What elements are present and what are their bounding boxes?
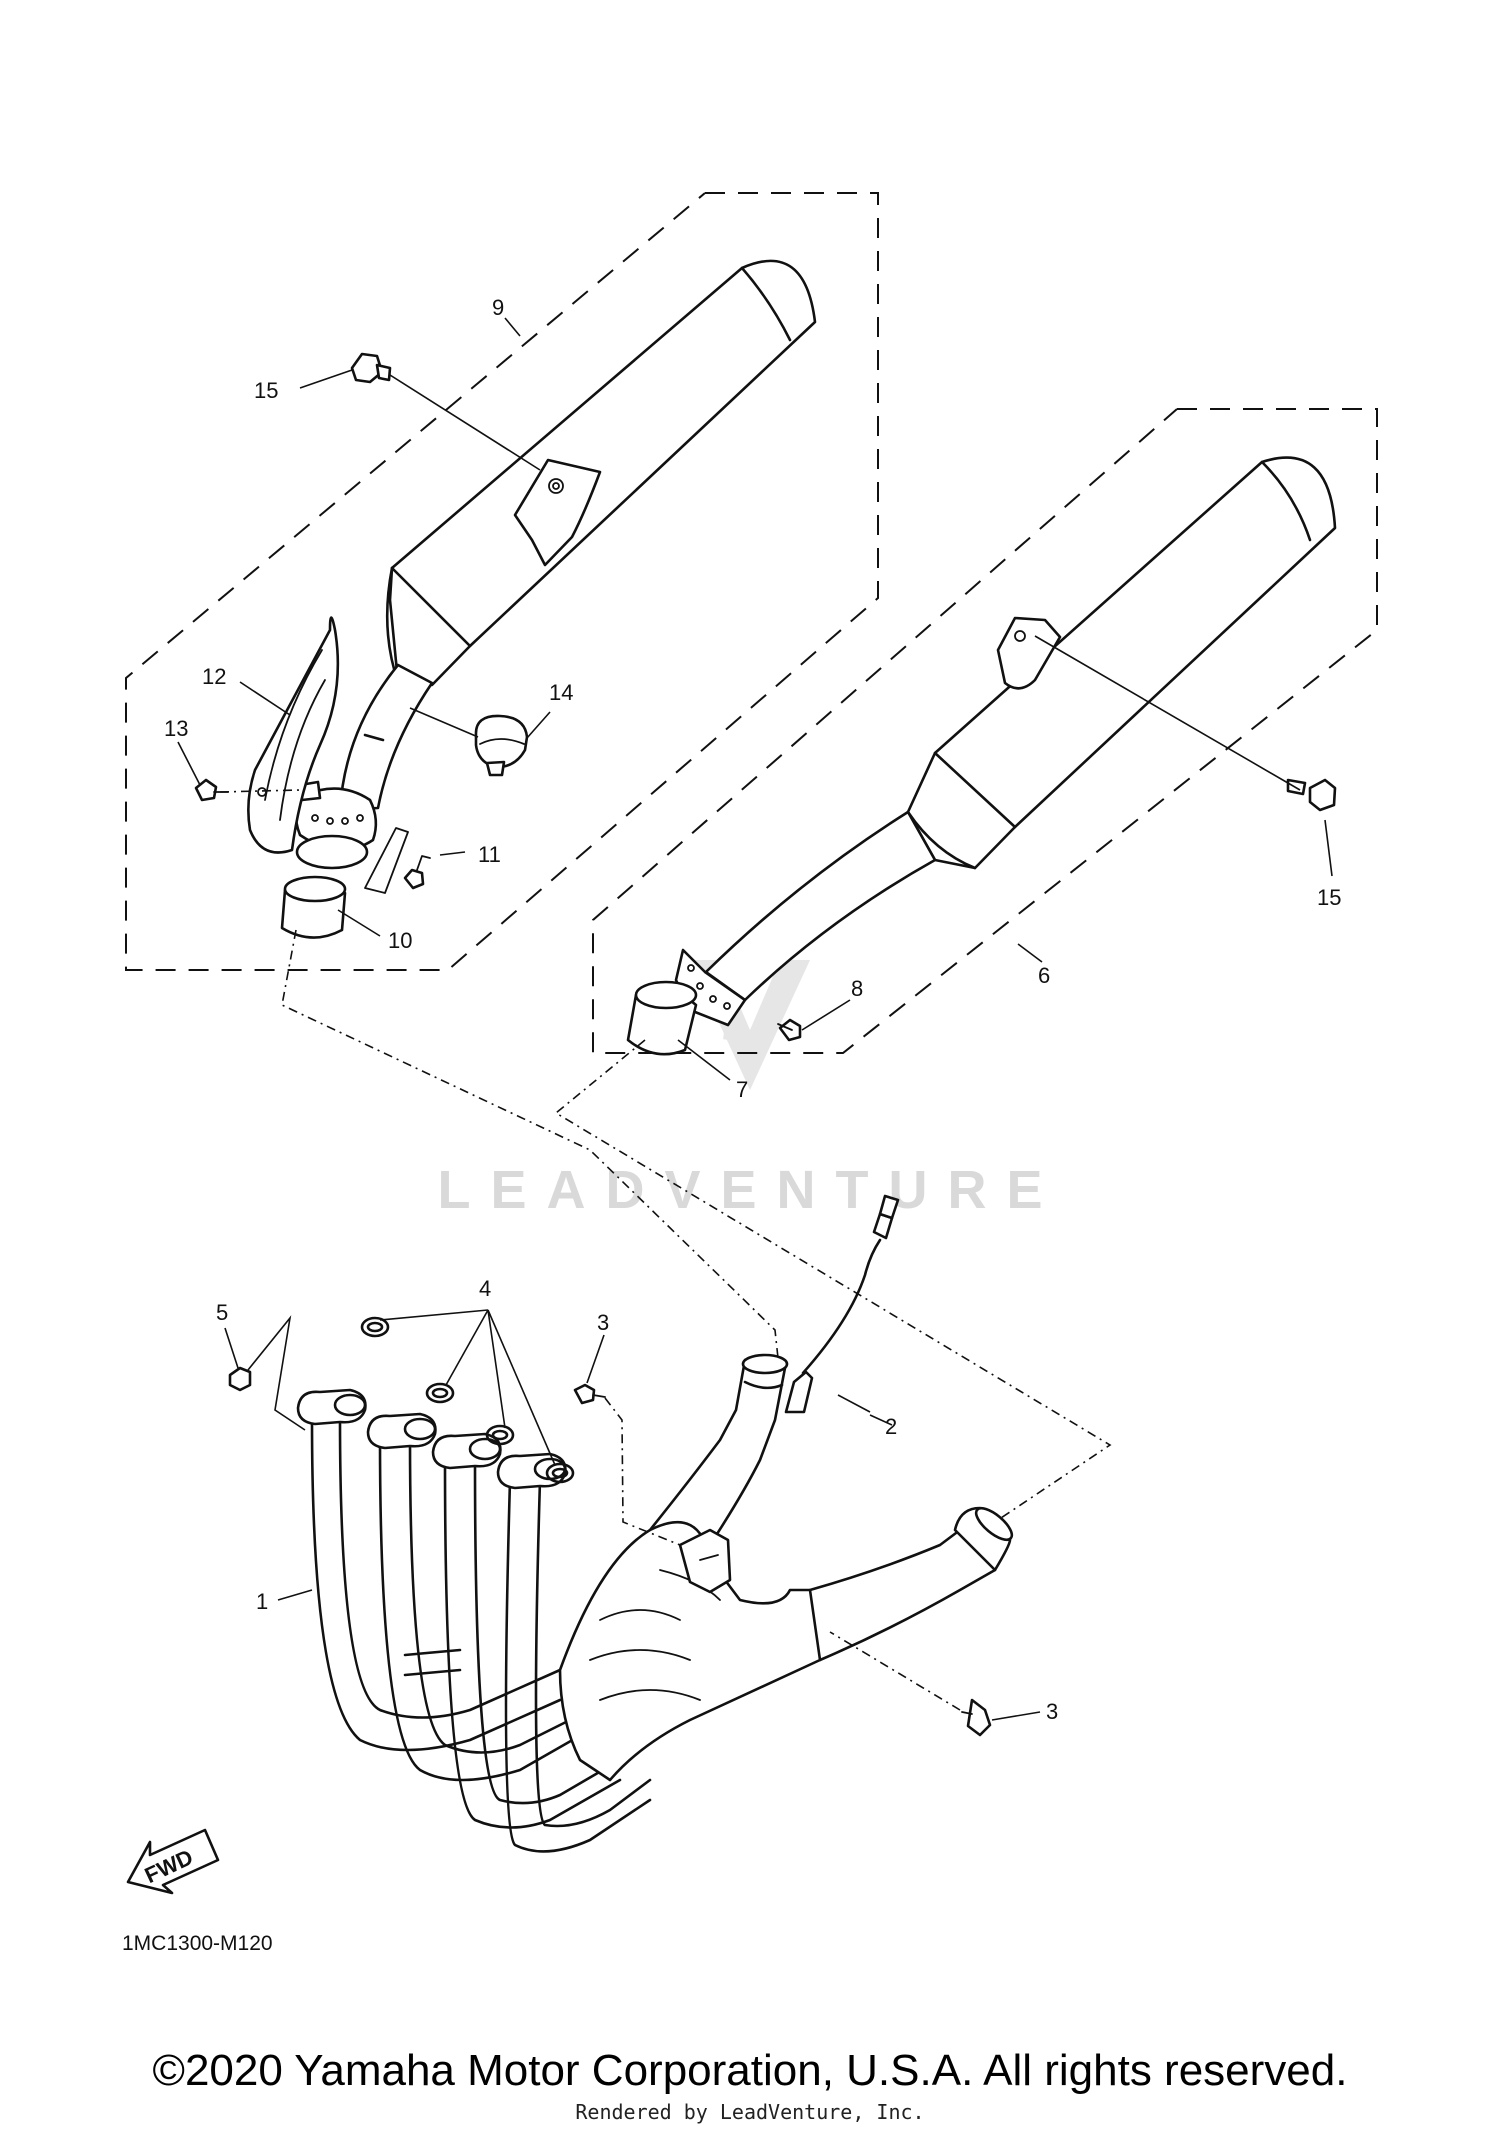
gasket-7 bbox=[626, 980, 698, 1056]
callout-5: 5 bbox=[216, 1300, 228, 1325]
bolt-8 bbox=[777, 1018, 802, 1042]
diagram-code: 1MC1300-M120 bbox=[122, 1932, 273, 1955]
clamp-14 bbox=[474, 714, 529, 777]
watermark-text: LEADVENTURE bbox=[437, 1160, 1062, 1220]
rendered-by-notice: Rendered by LeadVenture, Inc. bbox=[575, 2100, 925, 2124]
callout-4: 4 bbox=[479, 1276, 491, 1301]
leader-lines bbox=[177, 317, 1333, 1721]
muffler-left bbox=[294, 259, 817, 870]
bolt-11 bbox=[364, 827, 431, 894]
callout-15-right: 15 bbox=[1317, 885, 1341, 910]
callout-6: 6 bbox=[1038, 963, 1050, 988]
protector-12 bbox=[247, 616, 340, 854]
callout-7: 7 bbox=[736, 1077, 748, 1102]
muffler-left-assembly-outline bbox=[125, 192, 879, 971]
callout-11: 11 bbox=[478, 842, 501, 867]
callout-15-left: 15 bbox=[254, 378, 278, 403]
forward-arrow-icon: FWD bbox=[126, 1828, 220, 1895]
bolt-15-left bbox=[350, 352, 392, 384]
bolt-3-lower bbox=[961, 1698, 992, 1737]
callout-1: 1 bbox=[256, 1589, 268, 1614]
oxygen-sensor-2 bbox=[784, 1194, 900, 1414]
copyright-notice: ©2020 Yamaha Motor Corporation, U.S.A. A… bbox=[152, 2046, 1348, 2095]
callout-2: 2 bbox=[885, 1414, 897, 1439]
callout-10: 10 bbox=[388, 928, 412, 953]
leadventure-watermark: LEADVENTURE bbox=[437, 960, 1062, 1220]
callout-13: 13 bbox=[164, 716, 188, 741]
callout-9: 9 bbox=[492, 295, 504, 320]
callout-labels: 9 15 12 13 14 11 10 15 6 8 7 5 4 3 2 1 3 bbox=[164, 295, 1341, 1724]
gasket-10 bbox=[280, 875, 347, 939]
nut-5 bbox=[228, 1366, 252, 1392]
gaskets-4 bbox=[360, 1316, 575, 1484]
callout-12: 12 bbox=[202, 664, 226, 689]
callout-8: 8 bbox=[851, 976, 863, 1001]
exhaust-pipe-assembly-1 bbox=[296, 1353, 1014, 1853]
callout-3-lower: 3 bbox=[1046, 1699, 1058, 1724]
muffler-right bbox=[674, 456, 1337, 1027]
bolt-15-right bbox=[1286, 778, 1337, 812]
callout-3-upper: 3 bbox=[597, 1310, 609, 1335]
bolt-3-upper bbox=[573, 1383, 606, 1405]
callout-14: 14 bbox=[549, 680, 573, 705]
screw-13 bbox=[194, 778, 229, 802]
muffler-right-assembly-outline bbox=[592, 408, 1378, 1054]
